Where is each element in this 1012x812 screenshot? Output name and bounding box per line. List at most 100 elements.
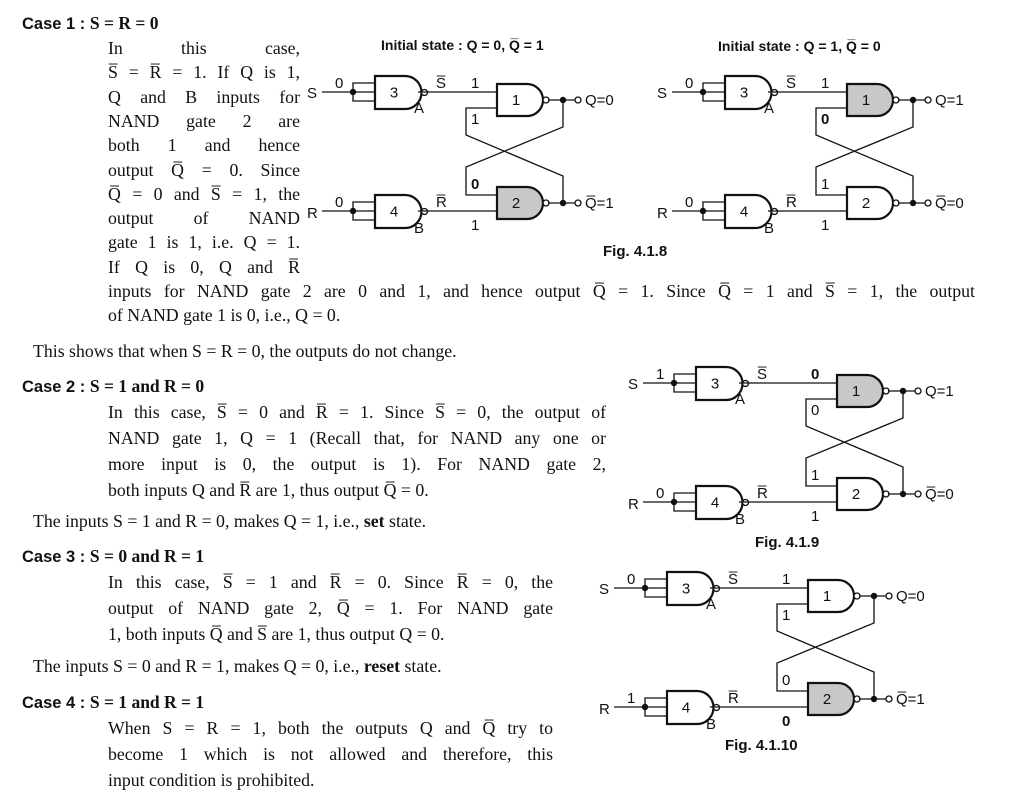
r-bar-value: 1 (821, 217, 829, 234)
input-bracket (673, 373, 696, 393)
r-bar-value: 0 (782, 713, 790, 730)
paragraph-line: of NAND gate 1 is 0, i.e., Q = 0. (108, 305, 341, 326)
fig-4-1-8-caption: Fig. 4.1.8 (603, 243, 668, 260)
gate-number-1: 1 (852, 383, 860, 400)
qbar-output-terminal (914, 490, 922, 498)
r-input-label: R (307, 205, 318, 222)
s-input-label: S (628, 376, 638, 393)
q-output-terminal (885, 592, 893, 600)
gate-number-3: 3 (740, 85, 748, 102)
input-bracket (644, 697, 667, 717)
gate-number-3: 3 (390, 85, 398, 102)
s-input-value: 1 (656, 366, 664, 383)
paragraph-line: If Q is 0, Q and R̅ (108, 256, 300, 277)
qbar-output-label: Q̅=1 (585, 195, 614, 212)
case1-summary: This shows that when S = R = 0, the outp… (33, 341, 457, 361)
node-b-label: B (414, 220, 424, 237)
r-input-label: R (599, 701, 610, 718)
node-a-label: A (706, 596, 716, 613)
gate-number-1: 1 (512, 92, 520, 109)
paragraph-line: Q and B inputs for (108, 86, 300, 107)
q-output-label: Q=1 (935, 92, 964, 109)
paragraph-line: S̅ = R̅ = 1. If Q is 1, (108, 62, 300, 83)
case1-heading: Case 1 : S = R = 0 (22, 13, 158, 34)
node-a-label: A (414, 100, 424, 117)
case3-heading: Case 3 : S = 0 and R = 1 (22, 546, 204, 567)
paragraph-line: output of NAND (108, 208, 300, 229)
case-condition: S = R = 0 (89, 13, 159, 33)
r-input-label: R (657, 205, 668, 222)
summary-text: state. (384, 511, 427, 531)
s-input-value: 0 (627, 571, 635, 588)
case-condition: S = 0 and R = 1 (89, 546, 205, 566)
r-bar-label: R̅ (728, 690, 739, 707)
input-bracket (702, 201, 725, 221)
r-bar-value: 1 (811, 508, 819, 525)
feedback-wire-q-to-gate2 (805, 391, 904, 487)
case-condition: S = 1 and R = 1 (89, 692, 205, 712)
input-bracket (644, 578, 667, 598)
s-bar-value: 0 (811, 366, 819, 383)
s-input-value: 0 (685, 75, 693, 92)
gate-number-2: 2 (512, 195, 520, 212)
case-label: Case 2 : (22, 378, 90, 396)
r-input-value: 0 (335, 194, 343, 211)
case2-heading: Case 2 : S = 1 and R = 0 (22, 376, 204, 397)
q-output-terminal (924, 96, 932, 104)
gate-number-1: 1 (862, 92, 870, 109)
paragraph-line: NAND gate 2 are (108, 110, 300, 131)
feedback-wire-qbar-to-gate1 (465, 107, 564, 203)
q-output-label: Q=1 (925, 383, 954, 400)
qbar-output-label: Q̅=1 (896, 691, 925, 708)
case-label: Case 3 : (22, 548, 90, 566)
r-input-value: 1 (627, 690, 635, 707)
node-b-label: B (706, 716, 716, 733)
gate-number-2: 2 (852, 486, 860, 503)
s-bar-label: S̅ (436, 75, 446, 92)
r-bar-label: R̅ (757, 485, 768, 502)
s-bar-value: 1 (782, 571, 790, 588)
gate-number-2: 2 (862, 195, 870, 212)
r-input-label: R (628, 496, 639, 513)
feedback-wire-q-to-gate2 (465, 100, 564, 196)
gate-number-3: 3 (711, 376, 719, 393)
summary-bold: reset (363, 656, 401, 676)
paragraph-line: In this case, (108, 38, 300, 58)
gate-number-4: 4 (740, 204, 748, 221)
gate-number-3: 3 (682, 581, 690, 598)
node-a-label: A (735, 391, 745, 408)
qbar-output-terminal (924, 199, 932, 207)
paragraph-line: both inputs Q and R̅ are 1, thus output … (108, 480, 429, 500)
feedback-wire-qbar-to-gate1 (805, 398, 904, 494)
q-output-label: Q=0 (896, 588, 925, 605)
paragraph-line: input condition is prohibited. (108, 770, 315, 790)
s-bar-value: 1 (821, 75, 829, 92)
node-b-label: B (735, 511, 745, 528)
fig-4-1-9-caption: Fig. 4.1.9 (755, 534, 820, 551)
paragraph-line: more input is 0, the output is 1). For N… (108, 454, 606, 474)
q-output-terminal (914, 387, 922, 395)
gate-number-1: 1 (823, 588, 831, 605)
paragraph-line: gate 1 is 1, i.e. Q = 1. (108, 232, 300, 253)
paragraph-line: both 1 and hence (108, 135, 300, 156)
s-bar-label: S̅ (786, 75, 796, 92)
paragraph-line: inputs for NAND gate 2 are 0 and 1, and … (108, 281, 975, 301)
q-output-terminal (574, 96, 582, 104)
paragraph-line: Q̅ = 0 and S̅ = 1, the (108, 183, 300, 204)
feedback-wire-qbar-to-gate1 (776, 603, 875, 699)
case-condition: S = 1 and R = 0 (89, 376, 205, 396)
paragraph-line: When S = R = 1, both the outputs Q and Q… (108, 718, 553, 738)
input-bracket (352, 82, 375, 102)
gate-number-4: 4 (390, 204, 398, 221)
gate2-feedback-value: 1 (821, 176, 829, 193)
r-input-value: 0 (656, 485, 664, 502)
gate-number-4: 4 (711, 495, 719, 512)
r-input-value: 0 (685, 194, 693, 211)
gate1-feedback-value: 1 (471, 111, 479, 128)
gate-number-4: 4 (682, 700, 690, 717)
paragraph-line: become 1 which is not allowed and theref… (108, 744, 553, 764)
